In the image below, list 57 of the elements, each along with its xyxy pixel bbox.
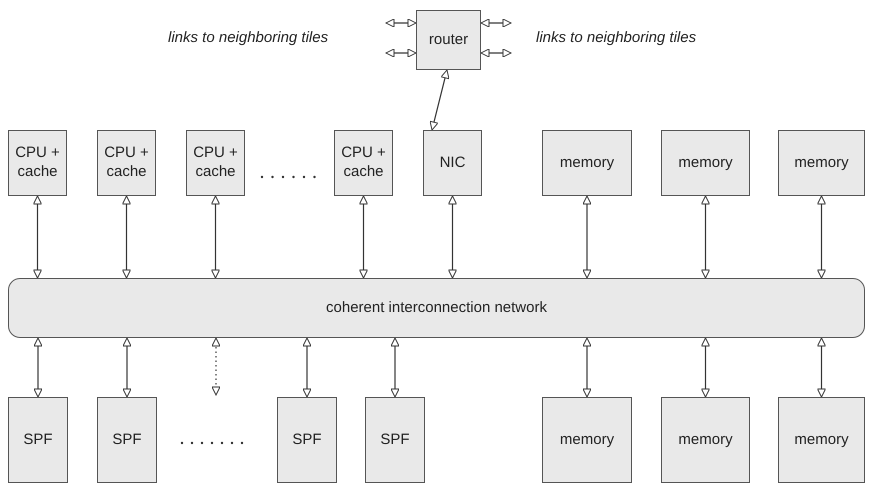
component-box [778,397,865,483]
component-box [423,130,482,196]
double-arrow [211,196,220,278]
network-bus [8,278,865,338]
node-label: memory [678,154,733,172]
node-label: CPU + cache [340,144,387,182]
double-arrow [430,70,450,130]
link-caption: links to neighboring tiles [168,29,328,46]
node-label: CPU + cache [14,144,61,182]
double-arrow [34,338,42,398]
node-label: memory [560,154,614,172]
double-arrow [302,338,312,398]
double-arrow [817,196,826,278]
dotted-arrow [212,338,220,396]
double-arrow [390,338,400,398]
double-arrow [359,196,368,278]
node-label: NIC [438,154,466,172]
component-box [186,130,245,196]
component-box [277,397,337,483]
double-arrow [701,196,710,278]
double-arrow [817,338,826,398]
component-box [365,397,425,483]
node-label: CPU + cache [192,144,239,182]
component-box [542,130,632,196]
double-arrow [582,338,592,398]
double-arrow [701,338,710,398]
component-box [661,397,750,483]
node-label: memory [794,430,849,450]
double-arrow [386,48,416,58]
node-label: memory [678,430,733,450]
double-arrow [582,196,592,278]
node-label: memory [560,430,614,450]
node-label: coherent interconnection network [326,298,547,318]
component-box [8,130,67,196]
double-arrow [122,196,131,278]
component-box [334,130,393,196]
node-label: SPF [22,430,54,450]
double-arrow [33,196,42,278]
double-arrow [480,18,512,28]
component-box [97,397,157,483]
component-box [97,130,156,196]
double-arrow [386,18,416,28]
node-label: SPF [111,430,143,450]
component-box [778,130,865,196]
double-arrow [122,338,132,398]
component-box [8,397,68,483]
node-label: router [428,30,470,50]
node-label: memory [794,154,849,172]
double-arrow [448,196,457,278]
node-label: SPF [291,430,323,450]
component-box [661,130,750,196]
node-label: SPF [379,430,411,450]
link-caption: links to neighboring tiles [536,29,696,46]
node-label: CPU + cache [103,144,150,182]
double-arrow [480,48,512,58]
component-box [542,397,632,483]
component-box [416,10,481,70]
